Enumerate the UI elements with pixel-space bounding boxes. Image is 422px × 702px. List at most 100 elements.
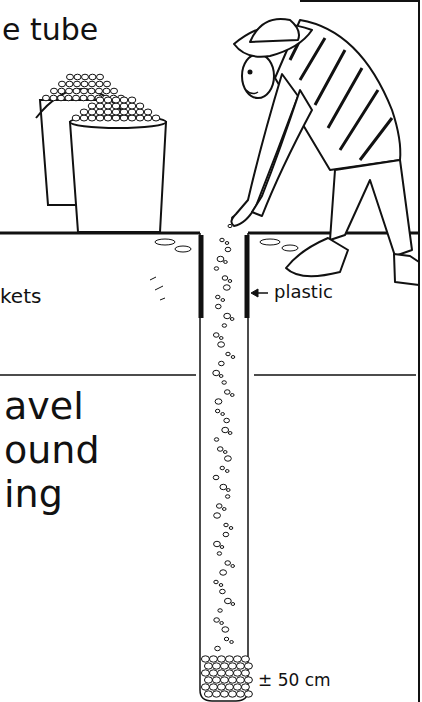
pebble	[231, 356, 235, 359]
pebble	[231, 565, 235, 568]
pebble	[219, 361, 225, 365]
pebble	[96, 115, 104, 121]
pebble	[225, 242, 229, 245]
pebble	[225, 684, 233, 690]
pebble	[217, 670, 225, 676]
pebble	[229, 527, 233, 530]
pebble	[241, 670, 249, 676]
pebble	[80, 115, 88, 121]
pebble	[224, 313, 231, 318]
pebble	[220, 622, 224, 625]
pebble	[104, 109, 112, 115]
falling-gravel	[213, 216, 237, 651]
pebble	[230, 318, 234, 321]
pebble	[204, 691, 212, 697]
pebble	[228, 280, 232, 283]
pebble	[217, 256, 224, 261]
pebble	[73, 88, 80, 94]
pebble	[215, 409, 219, 413]
pebble	[104, 115, 112, 121]
pebble	[222, 427, 229, 432]
pebble	[81, 81, 88, 87]
pebble	[58, 95, 65, 101]
pebble	[228, 691, 236, 697]
pebble	[228, 432, 232, 435]
pebble	[226, 352, 230, 356]
pebble	[144, 109, 152, 115]
pebble	[66, 81, 73, 87]
pebble	[228, 663, 236, 669]
pebble	[104, 97, 112, 103]
pebble	[225, 670, 233, 676]
pebble	[96, 97, 104, 103]
pebble	[215, 646, 221, 650]
pebble	[89, 81, 96, 87]
pebble	[220, 589, 226, 593]
pebble	[225, 656, 233, 662]
pebble	[88, 95, 95, 101]
pebble	[228, 677, 236, 683]
pebble	[128, 97, 136, 103]
pebble	[97, 74, 104, 80]
pebble	[241, 656, 249, 662]
pebble	[225, 456, 232, 461]
pebble	[104, 81, 111, 87]
pebble	[212, 691, 220, 697]
pebble	[226, 489, 230, 492]
pebble	[220, 691, 228, 697]
pebble	[81, 88, 88, 94]
pebble	[128, 103, 136, 109]
pebble	[96, 88, 103, 94]
pebble	[215, 304, 221, 308]
pebble	[214, 618, 220, 622]
pebble	[96, 103, 104, 109]
pebble	[222, 381, 226, 385]
pebble	[204, 677, 212, 683]
pebble	[152, 115, 160, 121]
pebble	[89, 74, 96, 80]
pebble	[88, 103, 96, 109]
pebble	[73, 95, 80, 101]
pebble	[215, 399, 222, 404]
pebble	[74, 81, 81, 87]
gravel-pile	[201, 656, 252, 697]
pebble	[213, 370, 220, 375]
pebble	[43, 95, 50, 101]
plastic-arrow	[251, 289, 268, 297]
pebble	[233, 670, 241, 676]
pebble	[223, 532, 229, 536]
pebble	[67, 74, 74, 80]
pebble	[219, 337, 223, 340]
pebble	[220, 570, 227, 575]
part-label: kets	[0, 284, 41, 308]
pebble	[51, 88, 58, 94]
pebble	[201, 684, 209, 690]
pebble	[82, 74, 89, 80]
pebble	[104, 103, 112, 109]
pebble	[112, 115, 120, 121]
pebble	[224, 390, 230, 394]
pebble	[213, 475, 219, 479]
heading-text: avel ound ing	[4, 384, 100, 516]
pebble	[209, 684, 217, 690]
tube	[200, 233, 248, 701]
pebble	[212, 663, 220, 669]
pebble	[222, 508, 226, 511]
pebble	[225, 470, 229, 473]
pebble	[216, 504, 222, 508]
pebble	[244, 663, 252, 669]
pebble	[66, 88, 73, 94]
pebble	[80, 95, 87, 101]
man	[231, 19, 419, 285]
pebble	[120, 103, 128, 109]
pebble	[218, 342, 225, 347]
pebble	[128, 115, 136, 121]
pebble	[120, 97, 128, 103]
pebble	[128, 109, 136, 115]
pebble	[223, 451, 227, 454]
pebble	[214, 438, 218, 442]
pebble	[74, 74, 81, 80]
pebble	[230, 394, 234, 397]
pebble	[201, 670, 209, 676]
